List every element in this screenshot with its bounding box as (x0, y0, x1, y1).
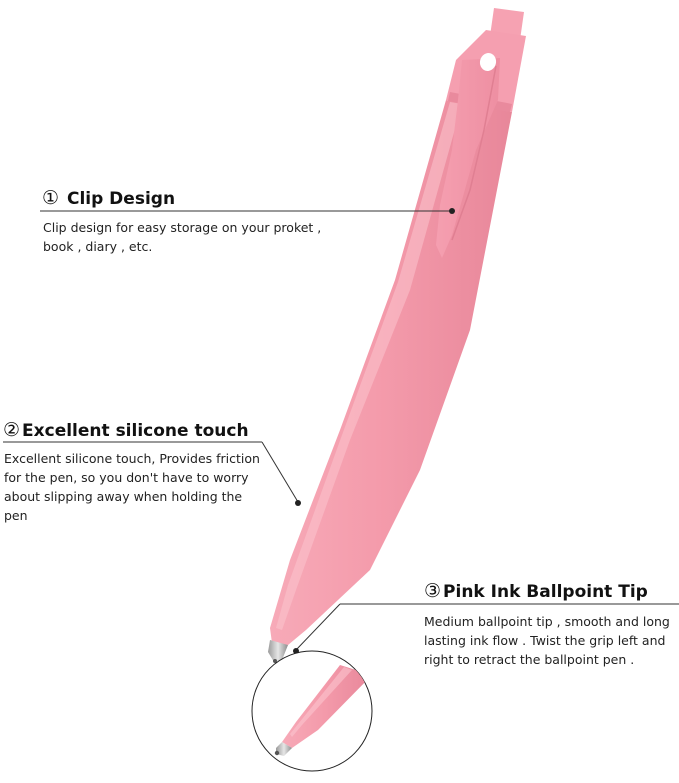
pen-tip (268, 640, 288, 663)
callout-lines (3, 210, 679, 651)
feature-number: ③ (424, 580, 442, 602)
pen-body (270, 100, 512, 645)
feature-description-ballpoint-tip: Medium ballpoint tip , smooth and long l… (424, 614, 670, 667)
feature-description-silicone-touch: Excellent silicone touch, Provides frict… (4, 451, 260, 523)
tip-zoom-circle (251, 650, 373, 772)
feature-description-clip-design: Clip design for easy storage on your pro… (43, 220, 322, 254)
feature-title-clip-design: ① Clip Design (42, 188, 175, 209)
feature-number: ① (42, 187, 60, 209)
feature-title-text: Pink Ink Ballpoint Tip (443, 582, 648, 602)
feature-title-text: Excellent silicone touch (22, 421, 249, 441)
feature-number: ② (3, 419, 21, 441)
feature-title-text: Clip Design (66, 189, 176, 209)
